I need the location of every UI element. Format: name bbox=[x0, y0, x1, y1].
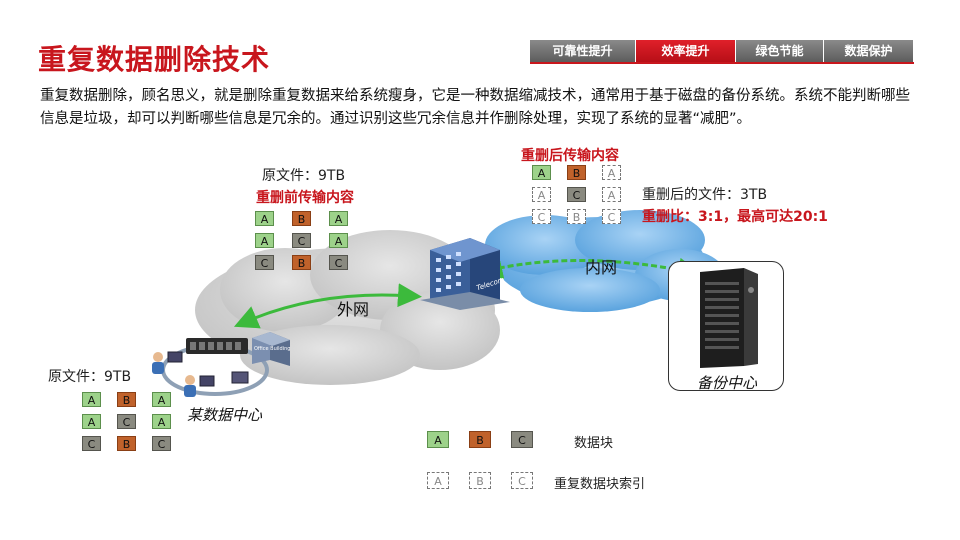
office-building-icon bbox=[252, 332, 290, 366]
data-block-a: A bbox=[255, 211, 274, 226]
data-block-c: C bbox=[567, 187, 586, 202]
page-title: 重复数据删除技术 bbox=[38, 43, 271, 76]
index-block-c: C bbox=[532, 209, 551, 224]
telecom-building-icon bbox=[420, 238, 510, 310]
lan-arrow bbox=[478, 255, 702, 282]
ratio-label: 重删比：3:1，最高可达20:1 bbox=[642, 209, 828, 225]
backup-center-label: 备份中心 bbox=[697, 374, 758, 392]
index-block-a: A bbox=[602, 165, 621, 180]
data-block-c: C bbox=[329, 255, 348, 270]
source-file-label: 原文件：9TB bbox=[262, 168, 346, 184]
legend-data-block-label: 数据块 bbox=[574, 436, 614, 451]
data-block-b: B bbox=[292, 211, 311, 226]
index-block-a: A bbox=[532, 187, 551, 202]
data-block-a: A bbox=[82, 414, 101, 429]
tab-underline bbox=[530, 62, 914, 64]
intro-paragraph: 重复数据删除，顾名思义，就是删除重复数据来给系统瘦身，它是一种数据缩减技术，通常… bbox=[40, 88, 910, 127]
legend-data-block-a: A bbox=[427, 431, 449, 448]
legend-index-block-c: C bbox=[511, 472, 533, 489]
data-block-b: B bbox=[567, 165, 586, 180]
source-file-label-datacenter: 原文件：9TB bbox=[48, 369, 132, 385]
lan-label: 内网 bbox=[585, 258, 618, 277]
index-block-a: A bbox=[602, 187, 621, 202]
before-transfer-label: 重删前传输内容 bbox=[256, 190, 354, 206]
data-block-a: A bbox=[329, 233, 348, 248]
data-block-c: C bbox=[117, 414, 136, 429]
users-icon bbox=[152, 351, 249, 397]
after-transfer-label: 重删后传输内容 bbox=[521, 148, 619, 164]
tab-reliability[interactable]: 可靠性提升 bbox=[530, 40, 636, 62]
data-block-a: A bbox=[152, 392, 171, 407]
wan-label: 外网 bbox=[337, 300, 370, 319]
data-block-a: A bbox=[152, 414, 171, 429]
storage-array-icon bbox=[186, 338, 248, 354]
office-label: Office Building bbox=[254, 346, 291, 352]
data-block-c: C bbox=[255, 255, 274, 270]
legend-index-block-a: A bbox=[427, 472, 449, 489]
data-center-label: 某数据中心 bbox=[187, 406, 263, 424]
tab-efficiency[interactable]: 效率提升 bbox=[636, 40, 736, 62]
data-block-a: A bbox=[255, 233, 274, 248]
legend-data-block-c: C bbox=[511, 431, 533, 448]
backup-server-icon bbox=[700, 268, 758, 368]
data-block-b: B bbox=[117, 436, 136, 451]
legend-index-label: 重复数据块索引 bbox=[554, 477, 646, 492]
legend-data-block-b: B bbox=[469, 431, 491, 448]
data-block-b: B bbox=[292, 255, 311, 270]
data-block-a: A bbox=[329, 211, 348, 226]
tab-bar: 可靠性提升 效率提升 绿色节能 数据保护 bbox=[530, 40, 914, 62]
index-block-c: C bbox=[602, 209, 621, 224]
data-block-a: A bbox=[82, 392, 101, 407]
data-block-c: C bbox=[292, 233, 311, 248]
tab-data-protection[interactable]: 数据保护 bbox=[824, 40, 914, 62]
index-block-b: B bbox=[567, 209, 586, 224]
data-block-c: C bbox=[82, 436, 101, 451]
wan-arrow bbox=[233, 283, 422, 329]
data-block-a: A bbox=[532, 165, 551, 180]
data-block-b: B bbox=[117, 392, 136, 407]
data-block-c: C bbox=[152, 436, 171, 451]
after-file-label: 重删后的文件：3TB bbox=[642, 187, 768, 203]
legend-index-block-b: B bbox=[469, 472, 491, 489]
tab-green-energy[interactable]: 绿色节能 bbox=[736, 40, 824, 62]
